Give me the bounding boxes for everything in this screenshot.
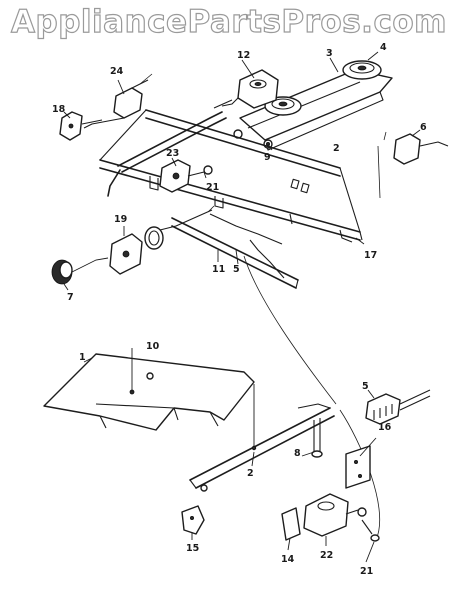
label-10: 10 <box>146 341 160 352</box>
watermark: AppliancePartsPros.com <box>10 3 447 40</box>
label-14: 14 <box>281 554 295 565</box>
label-16: 16 <box>378 422 392 433</box>
label-17: 17 <box>364 250 377 261</box>
label-24: 24 <box>110 66 124 77</box>
terminal-block <box>365 389 431 425</box>
label-12: 12 <box>237 50 250 61</box>
label-9: 9 <box>264 152 271 163</box>
part-labels: 12 3 4 24 18 6 9 2 23 21 19 11 5 17 7 10… <box>52 42 427 577</box>
burner-assembly <box>213 60 393 151</box>
label-23: 23 <box>166 148 179 159</box>
oven-valve-parts <box>181 445 380 542</box>
label-11: 11 <box>212 264 225 275</box>
label-leaders <box>63 51 421 563</box>
label-5-lower: 5 <box>362 381 369 392</box>
bottom-panel <box>43 348 255 431</box>
label-8: 8 <box>294 448 301 459</box>
oven-burner-rail <box>189 384 335 492</box>
label-7: 7 <box>67 292 74 303</box>
label-21-upper: 21 <box>206 182 219 193</box>
label-3: 3 <box>326 48 333 59</box>
label-1: 1 <box>79 352 86 363</box>
label-22: 22 <box>320 550 333 561</box>
label-5-upper: 5 <box>233 264 240 275</box>
igniter-switch <box>377 131 449 199</box>
valves <box>51 73 213 285</box>
label-4: 4 <box>380 42 387 53</box>
label-21-lower: 21 <box>360 566 373 577</box>
label-6: 6 <box>420 122 427 133</box>
manifold-frame <box>99 109 363 243</box>
label-18: 18 <box>52 104 66 115</box>
label-2-lower: 2 <box>247 468 254 479</box>
label-15: 15 <box>186 543 199 554</box>
gas-tube <box>107 111 380 541</box>
label-19: 19 <box>114 214 127 225</box>
label-2-upper: 2 <box>333 143 340 154</box>
